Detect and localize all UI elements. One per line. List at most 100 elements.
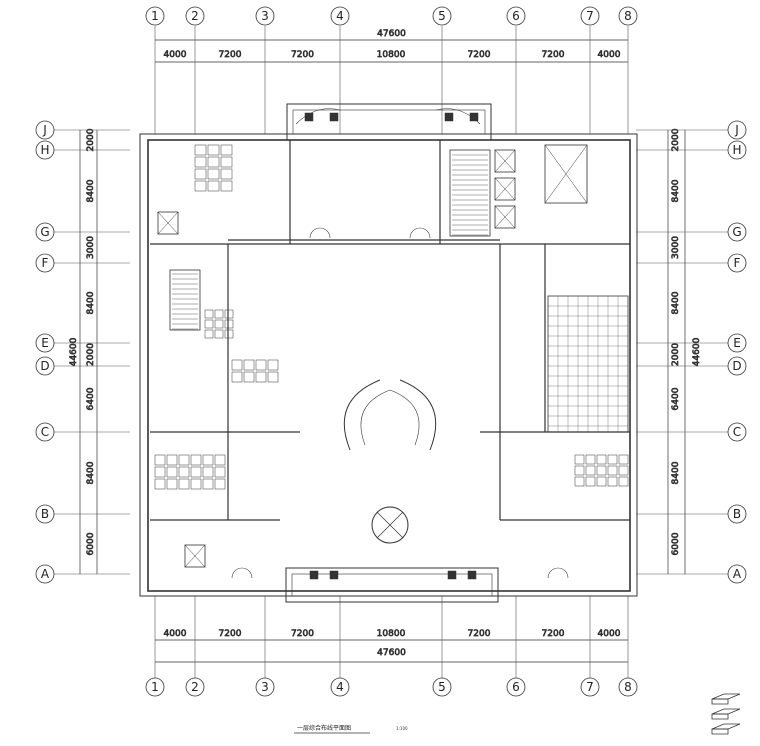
grid-bubble-right-F — [727, 253, 747, 273]
restroom-stall — [207, 168, 220, 180]
building-outline — [139, 103, 638, 603]
workstation-east — [585, 454, 596, 465]
door-arc-2 — [309, 227, 321, 239]
grid-label-right-C: C — [733, 425, 741, 439]
top-canopy-inner — [292, 109, 486, 135]
curved-stair-right-inner — [389, 389, 420, 446]
workstation-east — [596, 454, 607, 465]
grid-label-right-J: J — [734, 123, 739, 137]
grid-label-bottom-7: 7 — [586, 680, 594, 694]
grid-label-right-E: E — [733, 336, 741, 350]
grid-bubble-right-A — [727, 564, 747, 584]
elevator-0 — [494, 149, 516, 173]
workstation-small — [204, 319, 214, 329]
grid-label-top-4: 4 — [336, 9, 344, 23]
grid-bubble-bottom-8 — [618, 677, 638, 697]
dim-right-3: 3000 — [671, 236, 681, 259]
workstation-west — [166, 466, 178, 478]
dim-left-2: 8400 — [86, 179, 96, 202]
equipment-box-6 — [447, 570, 457, 580]
workstation-center-west — [255, 359, 267, 371]
dim-left-5: 2000 — [86, 343, 96, 366]
dim-left-8: 6000 — [86, 532, 96, 555]
workstation-center-west — [255, 371, 267, 383]
equipment-box-5 — [329, 570, 339, 580]
grid-label-bottom-8: 8 — [624, 680, 632, 694]
door-arc-b-1 — [557, 567, 569, 579]
dim-right-7: 8400 — [671, 461, 681, 484]
elevator-x2-3 — [157, 211, 179, 235]
workstation-east — [618, 465, 629, 476]
grid-bubble-bottom-5 — [432, 677, 452, 697]
workstation-east — [607, 454, 618, 465]
grid-bubble-top-1 — [145, 6, 165, 26]
door-arc-0 — [231, 567, 243, 579]
dim-top-total: 47600 — [377, 29, 406, 39]
grid-label-bottom-2: 2 — [191, 680, 199, 694]
grid-label-top-5: 5 — [438, 9, 446, 23]
workstation-small — [204, 329, 214, 339]
dim-top-6: 7200 — [542, 50, 565, 60]
grid-label-right-D: D — [732, 359, 741, 373]
grid-bubble-right-D — [727, 356, 747, 376]
grid-label-bottom-6: 6 — [512, 680, 520, 694]
grid-bubble-right-B — [727, 504, 747, 524]
workstation-east — [607, 465, 618, 476]
dim-left-total: 44600 — [69, 337, 79, 366]
dim-right-5: 2000 — [671, 343, 681, 366]
elevator-x2-2 — [494, 205, 516, 229]
door-arc-3 — [409, 227, 421, 239]
workstation-small — [214, 319, 224, 329]
shaft-ne-x2 — [544, 144, 588, 204]
dim-right-8: 6000 — [671, 532, 681, 555]
grid-label-top-3: 3 — [261, 9, 269, 23]
grid-bubble-right-G — [727, 222, 747, 242]
grid-bubble-right-E — [727, 333, 747, 353]
workstation-center-west — [243, 359, 255, 371]
door-arc-b-2 — [319, 227, 331, 239]
workstation-small — [224, 309, 234, 319]
curved-stair-left-outer — [343, 379, 381, 451]
grid-label-bottom-4: 4 — [336, 680, 344, 694]
restroom-stall — [194, 156, 207, 168]
workstation-west — [214, 478, 226, 490]
grid-label-bottom-3: 3 — [261, 680, 269, 694]
grid-label-left-F: F — [42, 256, 49, 270]
grid-bubble-bottom-4 — [330, 677, 350, 697]
equipment-box-0 — [304, 112, 314, 122]
workstation-west — [154, 478, 166, 490]
restroom-stall — [207, 180, 220, 192]
grid-bubble-left-G — [35, 222, 55, 242]
restroom-stall — [207, 144, 220, 156]
grid-label-right-A: A — [733, 567, 742, 581]
workstation-center-west — [267, 359, 279, 371]
grid-bubble-bottom-6 — [506, 677, 526, 697]
dim-top-2: 7200 — [219, 50, 242, 60]
grid-label-top-7: 7 — [586, 9, 594, 23]
restroom-stall — [220, 156, 233, 168]
grid-bubble-left-E — [35, 333, 55, 353]
workstation-west — [166, 478, 178, 490]
workstation-east — [607, 476, 618, 487]
grid-label-left-B: B — [41, 507, 49, 521]
grid-bubble-top-2 — [185, 6, 205, 26]
grid-bubble-bottom-1 — [145, 677, 165, 697]
restroom-stall — [220, 180, 233, 192]
grid-label-left-H: H — [40, 143, 49, 157]
dim-left-4: 8400 — [86, 291, 96, 314]
dim-bottom-5: 7200 — [468, 629, 491, 639]
stair-core-north — [449, 149, 491, 237]
grid-bubble-bottom-7 — [580, 677, 600, 697]
equipment-box-2 — [444, 112, 454, 122]
grid-bubble-right-H — [727, 140, 747, 160]
workstation-center-west — [231, 371, 243, 383]
grid-label-right-G: G — [732, 225, 741, 239]
dim-right-2: 8400 — [671, 179, 681, 202]
door-arc-b-0 — [241, 567, 253, 579]
grid-label-top-2: 2 — [191, 9, 199, 23]
workstation-west — [202, 454, 214, 466]
workstation-west — [190, 454, 202, 466]
workstation-east — [596, 465, 607, 476]
